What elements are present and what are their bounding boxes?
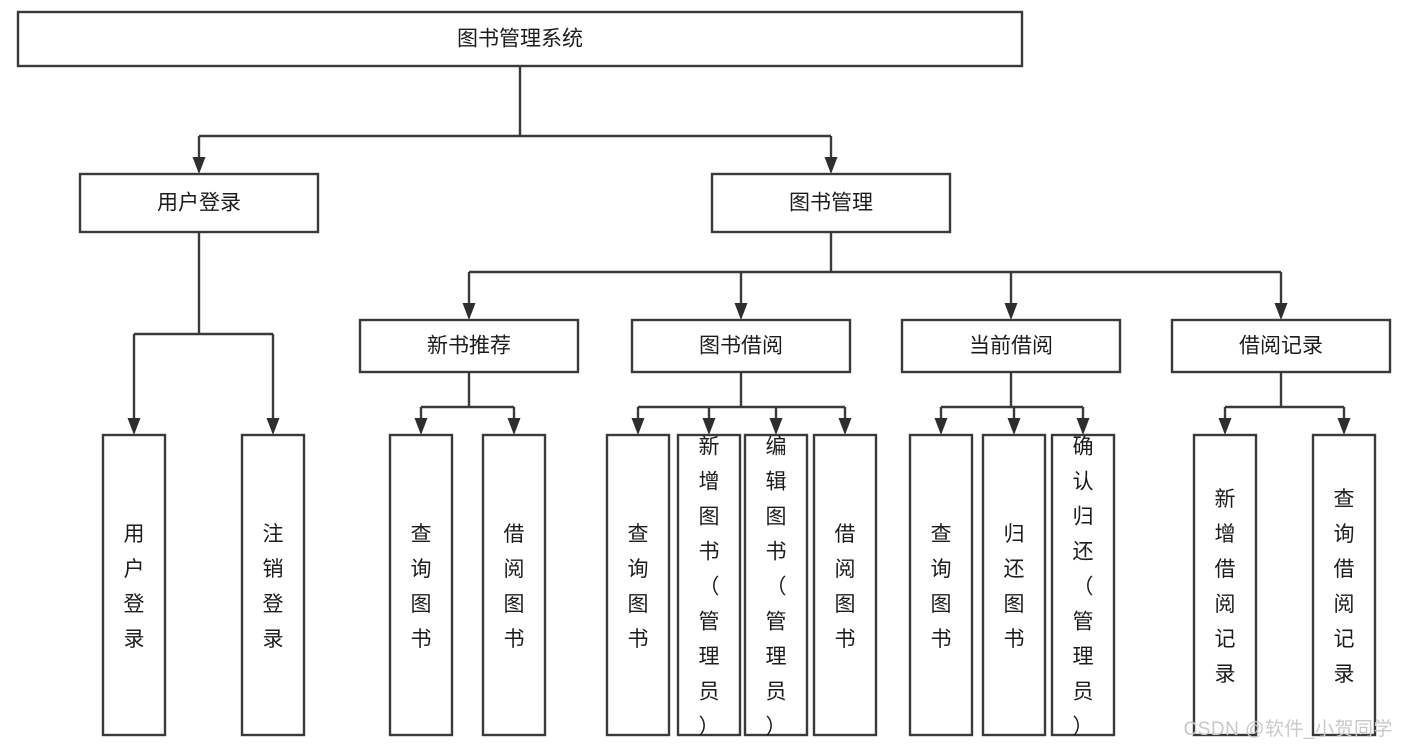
arrow-to-leaf-user-login [127, 418, 141, 435]
arrow-to-leaf-query-book-3 [934, 418, 948, 435]
node-box-current-borrow[interactable] [900, 318, 1122, 374]
arrow-to-leaf-borrow-book-2 [838, 418, 852, 435]
node-box-leaf-edit-book[interactable] [743, 433, 809, 737]
node-box-user-login[interactable] [78, 172, 320, 234]
node-label-user-login: 用户登录 [157, 192, 241, 215]
node-label-book-borrow: 图书借阅 [699, 335, 783, 358]
node-label-leaf-confirm-return: 确认归还（管理员） [1073, 436, 1094, 739]
node-label-leaf-add-record: 新增借阅记录 [1215, 488, 1236, 686]
arrow-to-current-borrow [1004, 303, 1018, 320]
arrow-to-leaf-edit-book [769, 418, 783, 435]
arrow-to-leaf-query-record [1337, 418, 1351, 435]
arrow-to-new-book-recommend [462, 303, 476, 320]
node-label-borrow-record: 借阅记录 [1239, 335, 1323, 358]
arrow-to-borrow-record [1274, 303, 1288, 320]
node-label-leaf-edit-book: 编辑图书（管理员） [766, 436, 787, 739]
boxes-layer [16, 10, 1392, 737]
node-box-leaf-query-book-3[interactable] [908, 433, 974, 737]
node-box-leaf-add-record[interactable] [1192, 433, 1258, 737]
connectors-layer [127, 66, 1351, 435]
node-label-leaf-query-book-3: 查询图书 [931, 523, 952, 651]
node-box-leaf-query-book-2[interactable] [605, 433, 671, 737]
arrow-to-user-login [192, 157, 206, 174]
node-box-leaf-borrow-book-2[interactable] [812, 433, 878, 737]
csdn-watermark: CSDN @软件_小贺同学 [1183, 719, 1393, 740]
node-label-leaf-user-logout: 注销登录 [263, 523, 284, 651]
node-label-current-borrow: 当前借阅 [969, 335, 1053, 358]
node-label-leaf-user-login: 用户登录 [124, 523, 145, 651]
node-box-leaf-borrow-book-1[interactable] [481, 433, 547, 737]
node-box-leaf-user-login[interactable] [101, 433, 167, 737]
arrow-to-leaf-query-book-1 [414, 418, 428, 435]
arrow-to-leaf-confirm-return [1076, 418, 1090, 435]
node-label-leaf-borrow-book-2: 借阅图书 [835, 523, 856, 651]
arrow-to-leaf-query-book-2 [631, 418, 645, 435]
node-label-leaf-add-book: 新增图书（管理员） [699, 436, 720, 739]
node-label-leaf-query-record: 查询借阅记录 [1334, 488, 1355, 686]
node-label-leaf-return-book: 归还图书 [1004, 523, 1025, 651]
node-box-leaf-user-logout[interactable] [240, 433, 306, 737]
node-box-root[interactable] [16, 10, 1024, 68]
node-box-leaf-query-record[interactable] [1311, 433, 1377, 737]
node-label-leaf-borrow-book-1: 借阅图书 [504, 523, 525, 651]
node-box-new-book-recommend[interactable] [358, 318, 580, 374]
arrow-to-book-manage [824, 157, 838, 174]
node-box-leaf-return-book[interactable] [981, 433, 1047, 737]
node-box-leaf-add-book[interactable] [676, 433, 742, 737]
node-box-book-manage[interactable] [710, 172, 952, 234]
arrow-to-book-borrow [734, 303, 748, 320]
arrow-to-leaf-user-logout [266, 418, 280, 435]
node-box-leaf-query-book-1[interactable] [388, 433, 454, 737]
node-label-book-manage: 图书管理 [789, 192, 873, 215]
node-box-book-borrow[interactable] [630, 318, 852, 374]
arrow-to-leaf-borrow-book-1 [507, 418, 521, 435]
labels-layer: 图书管理系统用户登录图书管理新书推荐图书借阅当前借阅借阅记录用户登录注销登录查询… [124, 28, 1355, 739]
node-label-root: 图书管理系统 [457, 28, 583, 51]
node-label-leaf-query-book-2: 查询图书 [628, 523, 649, 651]
arrow-to-leaf-add-book [702, 418, 716, 435]
node-label-leaf-query-book-1: 查询图书 [411, 523, 432, 651]
node-label-new-book-recommend: 新书推荐 [427, 335, 511, 358]
node-box-borrow-record[interactable] [1170, 318, 1392, 374]
arrow-to-leaf-add-record [1218, 418, 1232, 435]
node-box-leaf-confirm-return[interactable] [1050, 433, 1116, 737]
arrow-to-leaf-return-book [1007, 418, 1021, 435]
